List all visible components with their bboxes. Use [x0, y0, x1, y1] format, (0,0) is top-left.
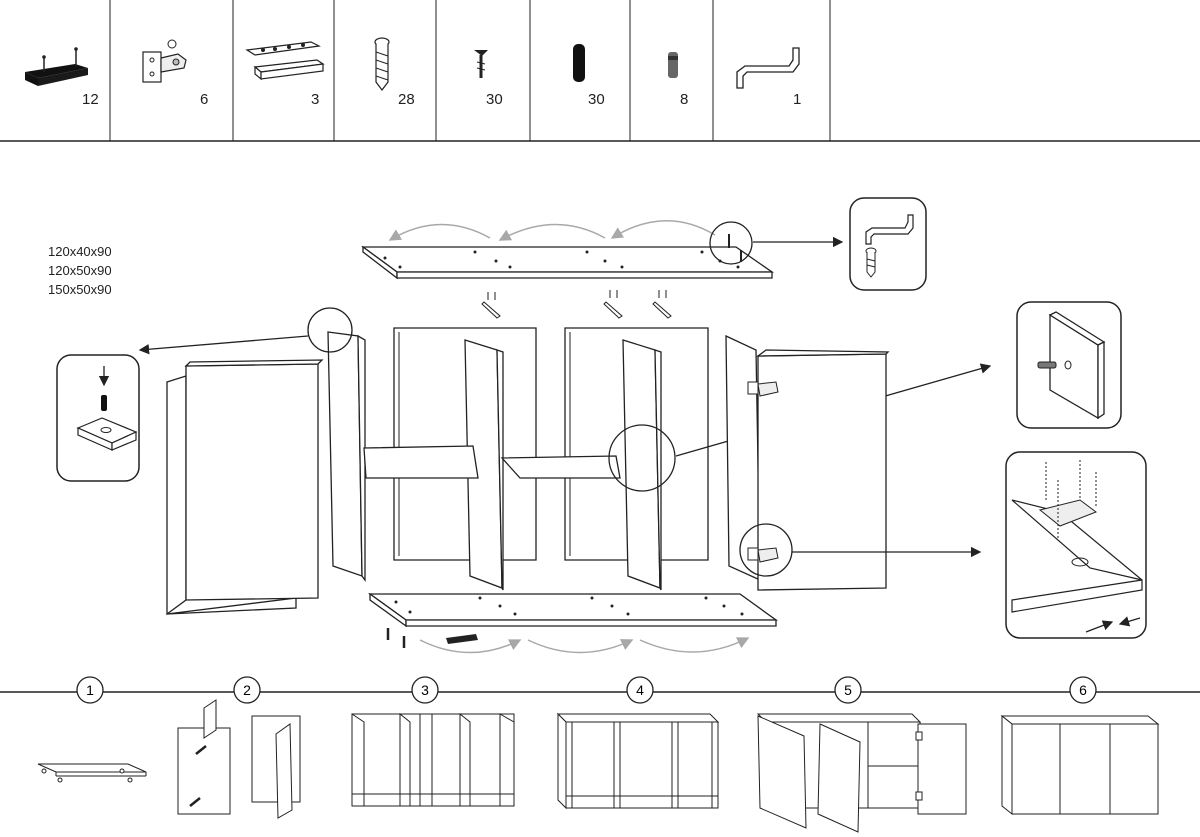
- small-screw-icon: [474, 50, 488, 78]
- parts-grid: [0, 0, 1200, 142]
- part-dowel: 30: [530, 0, 630, 140]
- part-hinge-qty: 6: [200, 91, 209, 108]
- step-marker-6: 6: [1069, 676, 1097, 704]
- dowel-detail: [56, 354, 140, 482]
- part-allen-key: 1: [713, 0, 830, 140]
- part-cam-pin-qty: 8: [680, 91, 689, 108]
- step-number: 1: [86, 682, 94, 698]
- size-item: 120x50x90: [48, 263, 112, 278]
- step-marker-3: 3: [411, 676, 439, 704]
- dowel-hints: [481, 290, 672, 319]
- detail-circle: [307, 307, 353, 353]
- part-rail-qty: 12: [82, 91, 99, 108]
- allen-key-detail: [849, 197, 927, 291]
- part-connector: 3: [233, 0, 334, 140]
- step-number: 5: [844, 682, 852, 698]
- step-4-thumbnail: [556, 712, 720, 810]
- hinge-marker: [747, 381, 779, 563]
- step-marker-2: 2: [233, 676, 261, 704]
- size-item: 120x40x90: [48, 244, 112, 259]
- screw-marker: [728, 234, 742, 262]
- part-cam-pin: 8: [630, 0, 713, 140]
- step-number: 6: [1079, 682, 1087, 698]
- step-3-thumbnail: [351, 712, 515, 807]
- connector-plate-icon: [245, 41, 325, 81]
- top-panel: [361, 245, 775, 280]
- back-panel: [166, 359, 324, 616]
- allen-key-icon: [736, 47, 800, 89]
- step-number: 4: [636, 682, 644, 698]
- hinge-detail: [1005, 451, 1147, 639]
- size-list: 120x40x90 120x50x90 150x50x90: [48, 242, 112, 299]
- part-long-screw-qty: 28: [398, 91, 415, 108]
- step-number: 2: [243, 682, 251, 698]
- bottom-panel: [367, 592, 779, 648]
- door-panel: [756, 349, 890, 591]
- rail-with-dowels-icon: [25, 47, 88, 86]
- detail-circle: [709, 221, 753, 265]
- parts-list: 12 6 3: [0, 0, 1200, 142]
- wooden-dowel-icon: [573, 44, 585, 82]
- part-small-screw: 30: [436, 0, 530, 140]
- top-rotation-arrows: [388, 219, 716, 241]
- step-marker-1: 1: [76, 676, 104, 704]
- step-5-thumbnail: [756, 713, 967, 833]
- part-long-screw: 28: [334, 0, 436, 140]
- part-dowel-qty: 30: [588, 91, 605, 108]
- step-marker-5: 5: [834, 676, 862, 704]
- cam-pin-icon: [668, 52, 678, 78]
- part-hinge: 6: [110, 0, 233, 140]
- middle-frame-2: [500, 327, 709, 591]
- cam-pin-detail: [1016, 301, 1122, 429]
- step-2-thumbnail: [177, 699, 301, 819]
- middle-frame-1: [363, 327, 537, 591]
- bottom-rotation-arrows: [419, 637, 750, 654]
- part-allen-key-qty: 1: [793, 91, 802, 108]
- size-item: 150x50x90: [48, 282, 112, 297]
- detail-circle: [608, 424, 676, 492]
- left-side-panel: [327, 331, 366, 582]
- step-marker-4: 4: [626, 676, 654, 704]
- step-1-thumbnail: [37, 763, 147, 783]
- step-number: 3: [421, 682, 429, 698]
- part-rail: 12: [0, 0, 110, 140]
- long-screw-icon: [374, 37, 390, 91]
- detail-circle: [739, 523, 793, 577]
- step-6-thumbnail: [1000, 714, 1160, 816]
- part-small-screw-qty: 30: [486, 91, 503, 108]
- hinge-icon: [142, 39, 187, 83]
- part-connector-qty: 3: [311, 91, 320, 108]
